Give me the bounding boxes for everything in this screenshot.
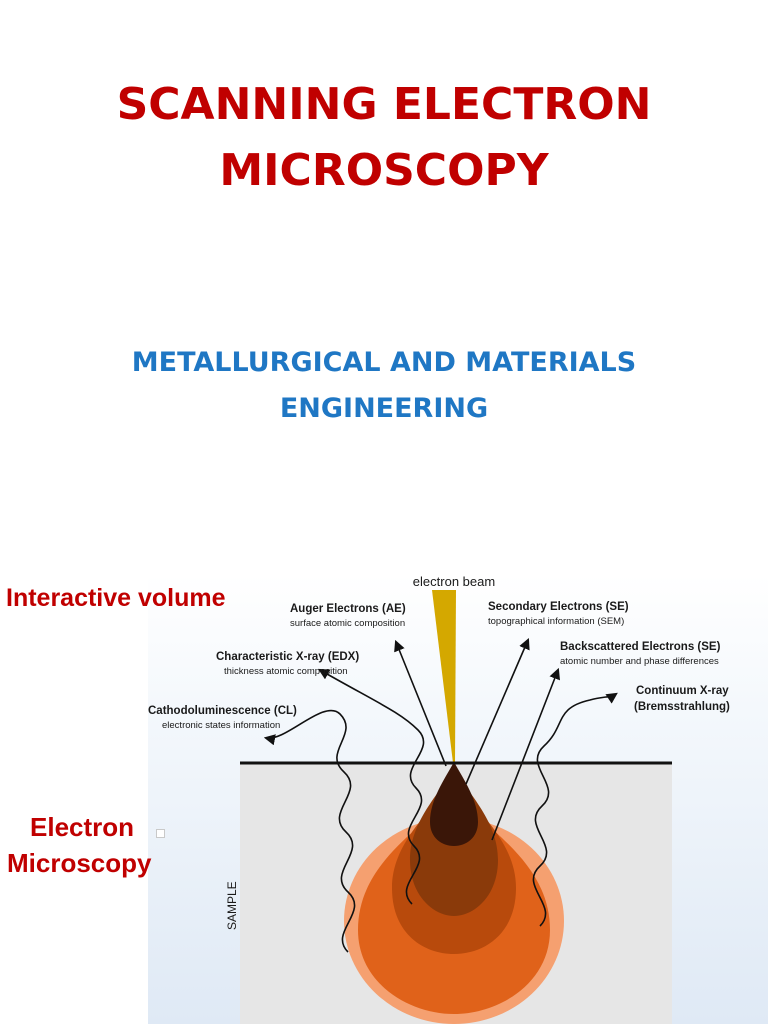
continuum-wavy-arrow <box>532 692 618 927</box>
backscattered-arrow <box>491 667 560 841</box>
auger-arrow <box>394 639 447 767</box>
page-title: SCANNING ELECTRON MICROSCOPY <box>0 72 768 204</box>
core-zone <box>430 762 478 846</box>
electron-beam <box>432 590 456 763</box>
auger-info: surface atomic composition <box>290 618 405 629</box>
xray-wavy-arrow <box>318 668 425 905</box>
continuum-label: Continuum X-ray <box>636 685 729 697</box>
cathodoluminescence-wavy-arrow <box>263 709 356 953</box>
continuum-info: (Bremsstrahlung) <box>634 701 730 713</box>
interactive-volume-label: Interactive volume <box>6 584 226 612</box>
interaction-volume <box>344 762 564 1024</box>
cathodoluminescence-label: Cathodoluminescence (CL) <box>148 705 297 717</box>
backscattered-label: Backscattered Electrons (SE) <box>560 641 721 653</box>
title-line-2: MICROSCOPY <box>219 145 549 196</box>
cathodoluminescence-info: electronic states information <box>162 720 280 731</box>
xray-info: thickness atomic composition <box>224 666 348 677</box>
sem-interaction-diagram: electron beam Auger Electrons (AE) surfa… <box>148 574 768 1024</box>
beam-label: electron beam <box>413 574 495 589</box>
title-line-1: SCANNING ELECTRON <box>116 79 652 130</box>
page-subtitle: METALLURGICAL AND MATERIALS ENGINEERING <box>0 340 768 432</box>
subtitle-line-1: METALLURGICAL AND MATERIALS <box>131 347 637 378</box>
signal-arrows <box>263 637 618 953</box>
backscattered-info: atomic number and phase differences <box>560 656 719 667</box>
bullet-marker <box>156 829 165 838</box>
subtitle-line-2: ENGINEERING <box>279 393 489 424</box>
xray-label: Characteristic X-ray (EDX) <box>216 651 359 663</box>
secondary-info: topographical information (SEM) <box>488 616 624 627</box>
auger-label: Auger Electrons (AE) <box>290 603 406 615</box>
electron-label: Electron <box>30 812 135 842</box>
microscopy-label: Microscopy <box>7 848 152 878</box>
sample-label: SAMPLE <box>225 881 239 930</box>
secondary-electron-arrow <box>465 637 530 785</box>
secondary-label: Secondary Electrons (SE) <box>488 601 629 613</box>
